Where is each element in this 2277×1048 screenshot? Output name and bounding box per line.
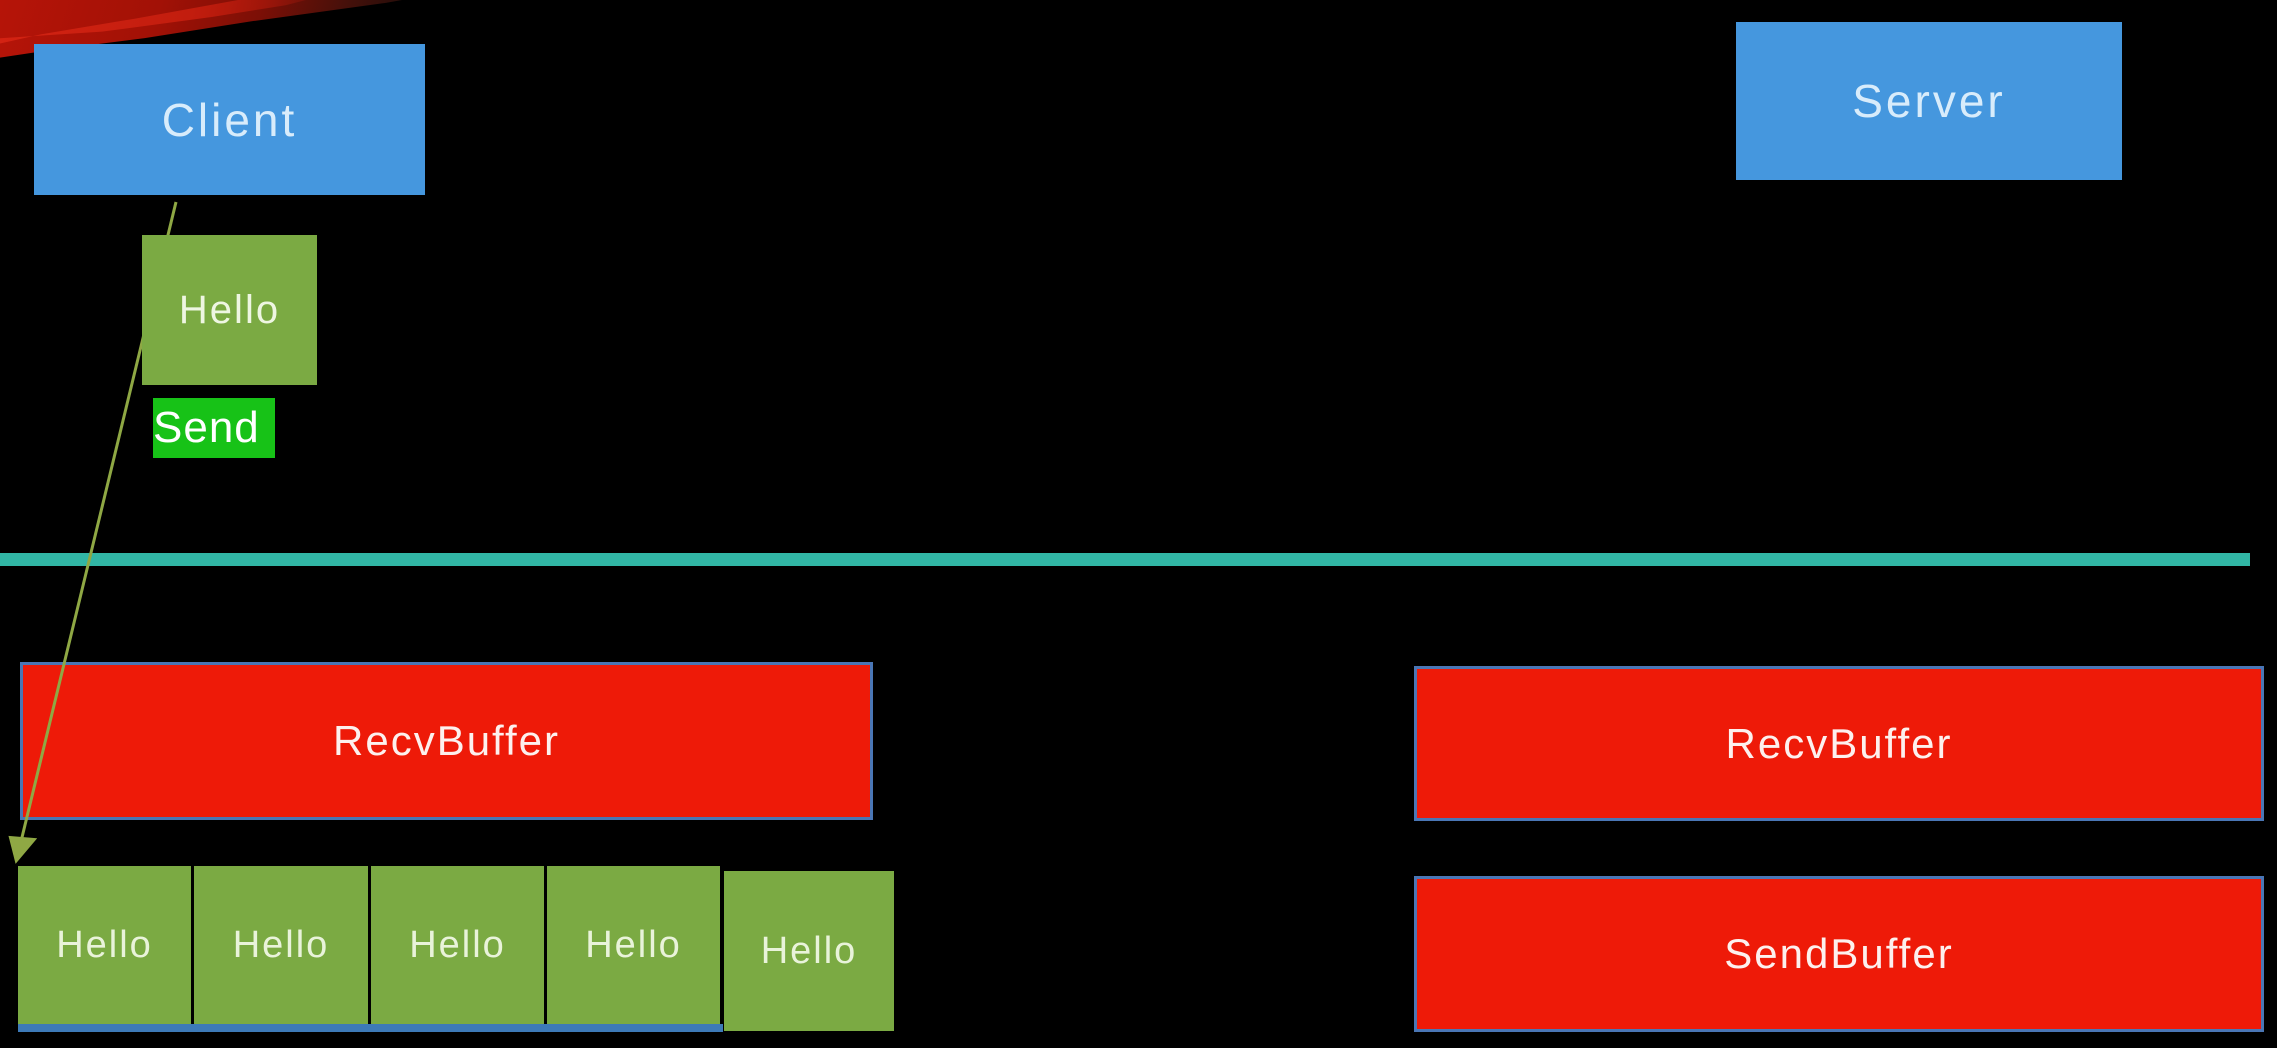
server-recv-buffer-label: RecvBuffer [1725, 719, 1953, 767]
recv-queue-baseline [18, 1024, 723, 1032]
recv-queue-item-label: Hello [409, 923, 506, 966]
server-recv-buffer: RecvBuffer [1414, 666, 2264, 821]
recv-queue-item: Hello [724, 871, 894, 1031]
network-divider-line [0, 553, 2250, 566]
server-node-label: Server [1852, 75, 2006, 127]
send-action-text: Send [153, 403, 260, 452]
recv-queue-item-label: Hello [232, 923, 330, 966]
send-action-label: Send [153, 398, 275, 458]
recv-queue-item: Hello [18, 866, 191, 1024]
recv-queue-item-label: Hello [56, 923, 153, 966]
server-send-buffer: SendBuffer [1414, 876, 2264, 1032]
outgoing-message-label: Hello [178, 287, 281, 332]
recv-queue-item-label: Hello [760, 929, 858, 972]
recv-queue-item: Hello [371, 866, 544, 1024]
recv-queue-item: Hello [547, 866, 720, 1024]
recv-queue-item: Hello [194, 866, 368, 1024]
client-recv-buffer-label: RecvBuffer [333, 717, 560, 764]
client-node-label: Client [161, 93, 298, 146]
outgoing-message-box: Hello [142, 235, 317, 385]
client-recv-buffer: RecvBuffer [20, 662, 873, 820]
server-send-buffer-label: SendBuffer [1724, 930, 1954, 977]
recv-queue-item-label: Hello [585, 923, 682, 966]
client-node: Client [34, 44, 425, 195]
server-node: Server [1736, 22, 2122, 180]
